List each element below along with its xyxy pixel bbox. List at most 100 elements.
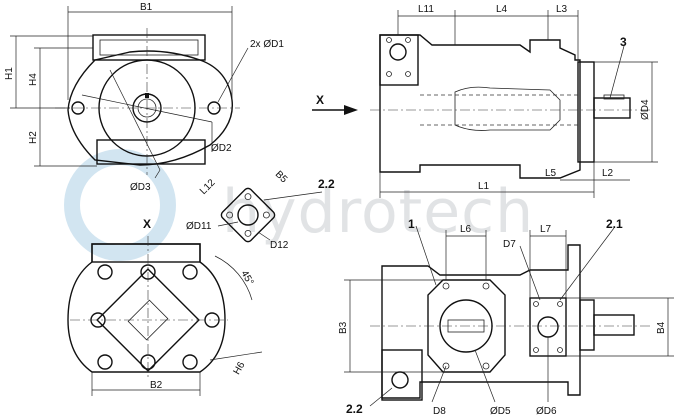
rear-top-plate — [91, 243, 201, 263]
front-port-inner — [99, 39, 199, 56]
port-detail-bolt3 — [226, 211, 234, 219]
dim-d3: ØD3 — [130, 182, 151, 193]
top-shaft — [593, 314, 635, 336]
top-sec-bolt1 — [533, 301, 539, 307]
top-main-bolt3 — [442, 362, 450, 370]
dim-d7: D7 — [503, 239, 516, 250]
dim-b3: B3 — [338, 321, 349, 334]
d12-leader — [257, 231, 271, 241]
d8-leader — [431, 365, 447, 403]
top-mount-flange — [579, 299, 595, 351]
side-port-hole — [389, 43, 407, 61]
side-inner-cavity — [454, 86, 561, 131]
rear-bolt-bl — [97, 354, 113, 370]
rear-bolt-tl — [97, 264, 113, 280]
d3-leader — [154, 169, 161, 179]
side-port-bolt4 — [405, 71, 411, 77]
front-view: ØD2 ØD3 2x ØD1 B1 H1 H4 H2 — [4, 2, 284, 193]
dim-l4: L4 — [496, 4, 508, 15]
callout-2-1: 2.1 — [606, 217, 623, 231]
top-main-bolt2 — [482, 282, 490, 290]
top-main-port-flange — [427, 279, 506, 373]
rear-body-outline — [67, 243, 226, 373]
dim-d6: ØD6 — [536, 406, 557, 417]
d7-leader — [519, 245, 541, 301]
dim-d11: ØD11 — [186, 221, 212, 232]
dim-d12: D12 — [270, 240, 289, 251]
top-body-outline — [381, 244, 581, 399]
h6-dim-line — [209, 351, 263, 361]
d3-diameter-line — [109, 69, 161, 171]
port-detail-bolt1 — [244, 193, 252, 201]
dim-h6: H6 — [232, 360, 248, 377]
top-port-hole — [391, 371, 409, 389]
callout-1: 1 — [408, 217, 415, 231]
side-body-outline — [379, 34, 581, 179]
view-label-x-bottom: X — [143, 217, 151, 231]
side-port-bolt1 — [386, 37, 392, 43]
callout-21-leader — [559, 227, 615, 301]
top-sec-bolt3 — [533, 347, 539, 353]
dim-b2: B2 — [150, 380, 163, 391]
dim-d5: ØD5 — [490, 406, 511, 417]
dim-b1: B1 — [140, 2, 153, 13]
front-flange-outline — [67, 50, 234, 166]
d5-leader — [474, 349, 496, 403]
top-secondary-port-bore — [537, 316, 559, 338]
dim-l11: L11 — [418, 4, 434, 15]
dim-d8: D8 — [433, 406, 446, 417]
callout-3-leader — [609, 45, 625, 99]
callout-2-2-top: 2.2 — [318, 177, 335, 191]
callout-22b-leader — [369, 387, 393, 407]
rear-bolt-br — [182, 354, 198, 370]
watermark-logo — [64, 149, 176, 261]
top-sec-bolt4 — [557, 347, 563, 353]
side-port-bolt3 — [386, 71, 392, 77]
side-view: X L11 L4 L3 ØD4 L1 L5 L2 3 — [312, 4, 658, 198]
port-detail-bore — [237, 204, 259, 226]
front-body-lower — [96, 139, 206, 165]
dim-b4: B4 — [656, 321, 667, 334]
dim-l3: L3 — [556, 4, 568, 15]
dim-d2: ØD2 — [211, 143, 232, 154]
callout-2-2-bottom: 2.2 — [346, 402, 363, 416]
top-sec-bolt2 — [557, 301, 563, 307]
dim-h1: H1 — [4, 67, 15, 80]
dim-l1: L1 — [478, 181, 490, 192]
side-shaft — [593, 97, 631, 119]
view-x-arrowhead — [344, 105, 358, 115]
port-detail-flange — [220, 187, 276, 243]
view-label-x-arrow: X — [316, 93, 324, 107]
port-detail-bolt2 — [262, 211, 270, 219]
top-main-bolt4 — [482, 362, 490, 370]
dim-l2: L2 — [602, 168, 614, 179]
callout-3: 3 — [620, 35, 627, 49]
callout-1-leader — [415, 225, 437, 286]
dim-d1: 2x ØD1 — [250, 39, 284, 50]
d11-leader — [217, 221, 239, 227]
front-bolt-hole-left — [71, 101, 85, 115]
callout-22a-leader — [263, 191, 323, 201]
rear-port-window — [127, 299, 169, 341]
top-port-block — [381, 349, 423, 401]
d1-leader — [217, 47, 249, 103]
angle-arc — [214, 255, 253, 301]
top-main-bolt1 — [442, 282, 450, 290]
front-shaft-bore — [137, 98, 157, 118]
dim-angle: 45° — [238, 269, 255, 288]
side-port-block — [379, 34, 419, 86]
side-shaft-key — [603, 94, 625, 100]
dim-l6: L6 — [460, 224, 472, 235]
dim-l5: L5 — [545, 168, 557, 179]
dim-d4: ØD4 — [640, 99, 651, 120]
watermark: hydrotech — [64, 149, 533, 261]
top-view: L6 L7 D7 B3 B4 D8 ØD5 ØD6 1 2.1 2.2 — [338, 217, 674, 417]
rear-view-x: X B2 45° H6 — [67, 217, 263, 396]
rear-rotated-flange — [96, 268, 200, 372]
rear-bolt-tr — [182, 264, 198, 280]
dim-h4: H4 — [28, 73, 39, 86]
port-detail-bolt4 — [244, 229, 252, 237]
dim-l7: L7 — [540, 224, 552, 235]
dim-h2: H2 — [28, 131, 39, 144]
